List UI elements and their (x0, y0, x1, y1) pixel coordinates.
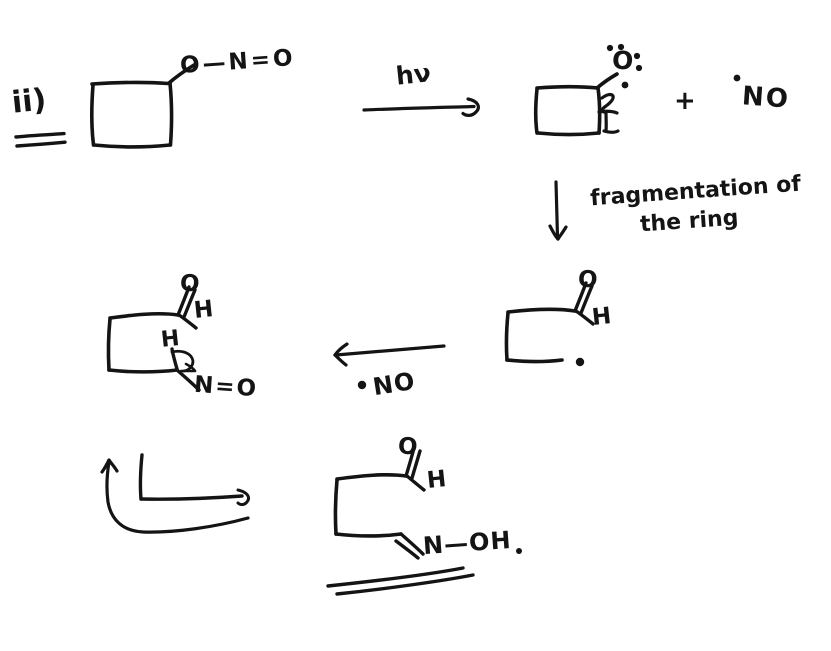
nitroso-aldehyde-structure (106, 285, 201, 392)
nitroso-group-label: N=O (193, 371, 259, 403)
nitric-oxide-label: NO (741, 81, 791, 115)
nitric-oxide-recombination-arrow (333, 342, 446, 390)
alkoxy-oxygen-label: O (611, 45, 635, 76)
alpha-hydrogen-label: H (159, 326, 181, 353)
problem-label-underline (14, 131, 67, 148)
aldehyde-oxygen-label-step4: O (179, 270, 201, 298)
aldehyde-hydrogen-label-step3: H (590, 303, 613, 331)
aldehyde-oxygen-label-step5: O (397, 433, 419, 461)
plus-sign: + (674, 86, 696, 116)
problem-label: ii) (10, 82, 48, 121)
aldehyde-oxygen-label-step3: O (577, 266, 599, 294)
reaction-arrow-hv (362, 97, 480, 117)
oxime-group-label: N—OH (422, 525, 513, 561)
final-product-underline (326, 566, 475, 596)
oxygen-lone-pair-dots (606, 43, 643, 89)
photolysis-condition-label: hν (394, 58, 433, 91)
tautomerization-arrow (100, 453, 251, 534)
aldehyde-hydrogen-label-step4: H (192, 296, 215, 324)
fragmentation-arrow (548, 180, 568, 241)
aldehyde-hydrogen-label-step5: H (425, 466, 448, 494)
open-chain-aldehyde-radical-structure (504, 281, 595, 367)
cyclobutoxy-radical-structure (533, 72, 620, 137)
cyclobutyl-nitrite-structure (89, 63, 196, 149)
nitric-oxide-radical-dot (733, 74, 741, 82)
oxime-product-structure (333, 446, 522, 560)
